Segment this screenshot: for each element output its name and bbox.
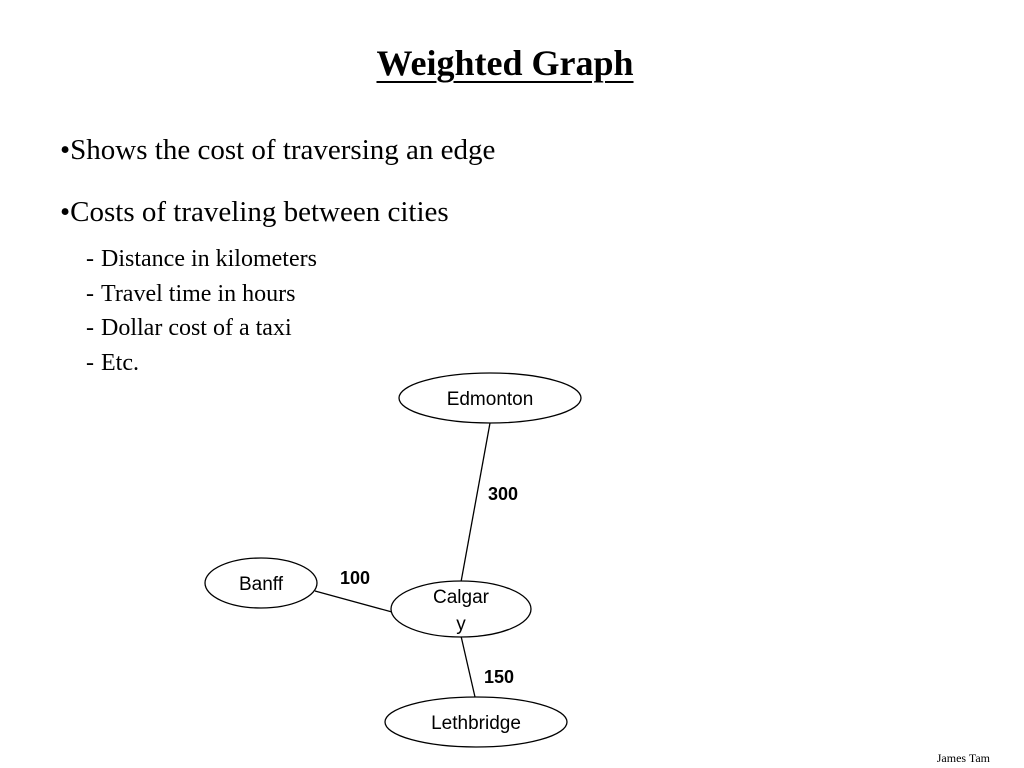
footer-author: James Tam (936, 751, 990, 765)
sub-bullet-item: -Travel time in hours (86, 277, 317, 312)
sub-bullet-item: -Dollar cost of a taxi (86, 311, 317, 346)
edge-banff-calgary (314, 590, 393, 613)
bullet-text: Shows the cost of traversing an edge (70, 134, 496, 166)
node-edmonton-label: Edmonton (447, 389, 534, 410)
edge-calgary-lethbridge (460, 635, 476, 698)
page-title: Weighted Graph (376, 43, 634, 83)
node-calgary-label-line1: Calgar (433, 587, 490, 608)
sub-bullet-marker: - (86, 280, 94, 307)
bullet-marker: • (60, 196, 71, 228)
weight-edmonton-calgary: 300 (488, 484, 518, 504)
sub-bullet-marker: - (86, 246, 94, 272)
sub-bullet-text: Travel time in hours (101, 280, 296, 307)
node-calgary-shape (390, 580, 532, 638)
node-edmonton-shape (398, 372, 582, 424)
node-lethbridge-shape (384, 696, 568, 748)
edge-edmonton-calgary (460, 422, 491, 583)
sub-bullet-text: Dollar cost of a taxi (101, 315, 292, 341)
sub-bullet-item: -Etc. (86, 346, 317, 381)
weight-calgary-lethbridge: 150 (484, 667, 514, 687)
sub-bullet-text: Etc. (101, 349, 139, 376)
node-banff-label: Banff (239, 574, 284, 595)
node-calgary-label-line2: y (456, 614, 466, 635)
node-lethbridge: Lethbridge (384, 696, 568, 748)
bullet-item: •Shows the cost of traversing an edge (60, 134, 495, 167)
bullet-item: •Costs of traveling between cities (60, 196, 449, 229)
sub-bullet-text: Distance in kilometers (101, 246, 317, 272)
sub-bullet-item: -Distance in kilometers (86, 242, 317, 277)
node-lethbridge-label: Lethbridge (431, 713, 521, 734)
bullet-marker: • (60, 134, 71, 166)
bullet-text: Costs of traveling between cities (70, 196, 449, 228)
sub-bullet-list: -Distance in kilometers -Travel time in … (86, 242, 317, 380)
node-banff: Banff (204, 557, 318, 609)
weight-banff-calgary: 100 (340, 568, 370, 588)
sub-bullet-marker: - (86, 315, 94, 341)
node-banff-shape (204, 557, 318, 609)
node-edmonton: Edmonton (398, 372, 582, 424)
node-calgary: Calgar y (390, 580, 532, 638)
sub-bullet-marker: - (86, 349, 94, 376)
